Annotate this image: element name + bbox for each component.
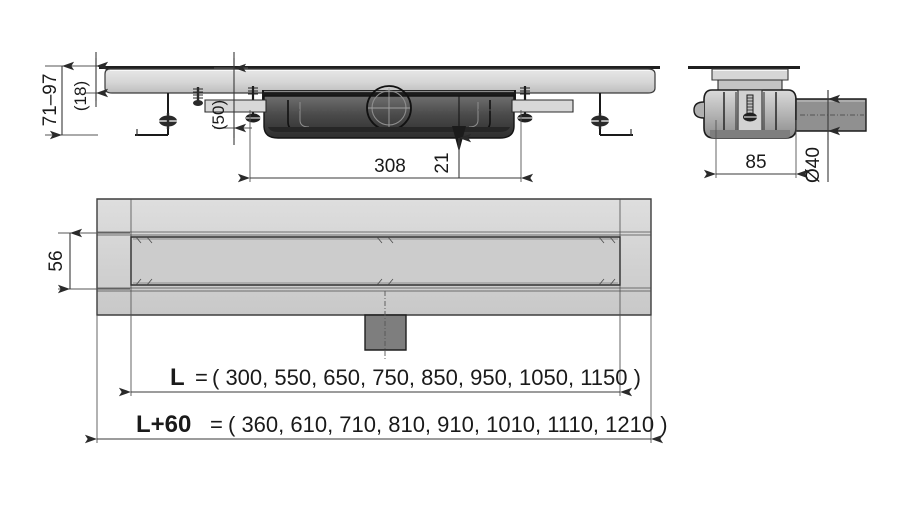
- dimension-grate-width: 56: [46, 228, 130, 294]
- plan-outlet-stub: [364, 291, 407, 360]
- overall-length-dimension: L+60 = ( 360, 610, 710, 810, 910, 1010, …: [84, 315, 668, 444]
- overall-length-symbol: L+60: [136, 411, 191, 438]
- overall-length-values: ( 360, 610, 710, 810, 910, 1010, 1110, 1…: [228, 412, 668, 437]
- side-floor-plate: [688, 66, 800, 81]
- side-section-view: 85 Ø40: [688, 66, 867, 183]
- dimension-height-range: 71–97: [40, 61, 98, 140]
- top-plan-view: 56 L = ( 300, 550, 650, 750, 850, 950, 1…: [46, 198, 668, 444]
- dimension-outlet-height: 21: [432, 133, 472, 178]
- dimension-label-body-length: 308: [374, 156, 406, 177]
- dimension-flange-thickness: (18): [71, 52, 109, 111]
- dimension-label-grate-width: 56: [46, 250, 67, 271]
- threaded-stud-icon: [193, 87, 203, 106]
- grate-length-symbol: L: [170, 364, 185, 391]
- plan-grate-corner-ticks: [135, 236, 616, 286]
- grate-length-equals: =: [195, 365, 208, 390]
- dimension-outlet-diameter: Ø40: [803, 90, 841, 183]
- dimension-label-outlet-diameter: Ø40: [803, 147, 824, 183]
- adjustable-leg-left: [135, 93, 177, 136]
- adjustable-leg-right: [591, 93, 633, 136]
- dimension-body-depth: (50): [209, 52, 252, 145]
- dimension-label-flange-thickness: (18): [71, 81, 90, 111]
- dimension-label-height-range: 71–97: [40, 74, 61, 127]
- dimension-label-outlet-height: 21: [432, 152, 453, 173]
- dimension-label-body-width: 85: [745, 152, 766, 173]
- dimension-body-width: 85: [703, 120, 809, 179]
- drain-body-section: [262, 85, 516, 139]
- dimension-label-body-depth: (50): [209, 100, 228, 130]
- side-drain-body: [693, 79, 807, 139]
- outlet-pipe: [795, 98, 867, 132]
- grate-length-dimension: L = ( 300, 550, 650, 750, 850, 950, 1050…: [118, 315, 641, 397]
- front-section-view: 71–97 (18) (50) 21: [40, 52, 660, 183]
- overall-length-equals: =: [210, 412, 223, 437]
- end-flange-left: [204, 86, 267, 123]
- dimension-body-length: 308: [237, 110, 534, 183]
- grate-length-values: ( 300, 550, 650, 750, 850, 950, 1050, 11…: [212, 365, 641, 390]
- plan-grate-opening: [97, 231, 651, 292]
